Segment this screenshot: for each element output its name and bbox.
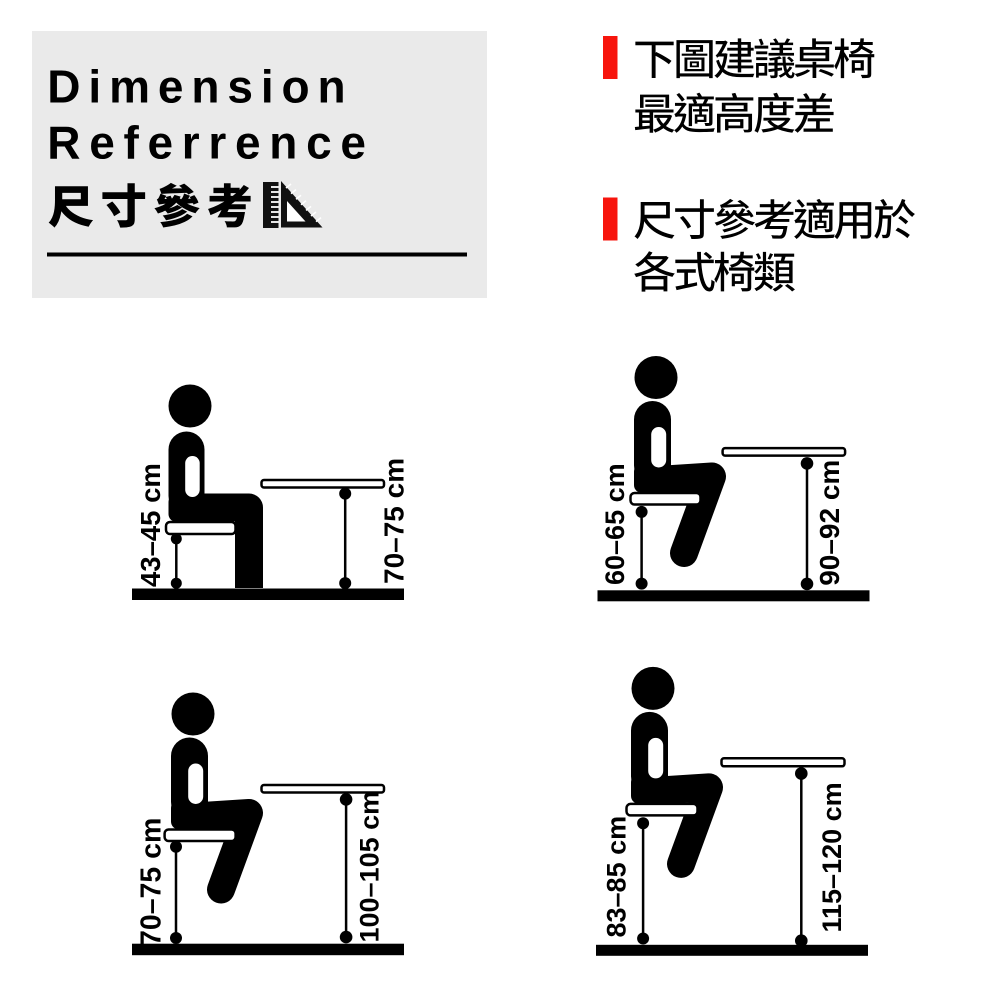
svg-text:Referrence: Referrence	[47, 117, 374, 169]
svg-text:43–45 cm: 43–45 cm	[135, 463, 166, 587]
svg-text:70–75 cm: 70–75 cm	[136, 818, 168, 946]
svg-text:115–120 cm: 115–120 cm	[817, 782, 847, 932]
svg-text:Dimension: Dimension	[47, 61, 353, 113]
svg-text:100–105 cm: 100–105 cm	[354, 791, 384, 943]
svg-text:60–65 cm: 60–65 cm	[600, 463, 630, 585]
svg-text:70–75 cm: 70–75 cm	[379, 458, 410, 584]
svg-text:90–92 cm: 90–92 cm	[814, 460, 845, 586]
svg-text:83–85 cm: 83–85 cm	[602, 816, 632, 938]
